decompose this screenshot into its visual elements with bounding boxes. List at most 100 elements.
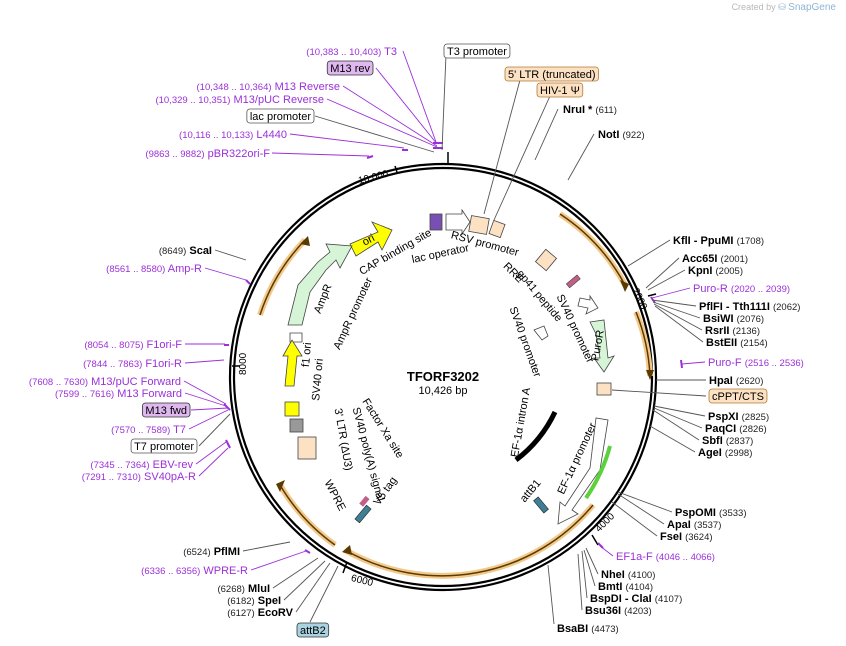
inner-label-ltr3: 3' LTR (ΔU3) — [332, 407, 355, 471]
label-l4440-name: L4440 — [256, 129, 287, 141]
label-ebvrev-range: (7345 .. 7364) — [90, 460, 149, 471]
leader-pflfi — [651, 299, 697, 307]
label-nrui-name: NruI * — [563, 104, 593, 116]
leader-ltr5 — [483, 79, 521, 215]
label-apai-text: ApaI (3537) — [667, 519, 721, 531]
label-t3promoter-box — [443, 43, 511, 59]
label-mlui-text: (6268) MluI — [217, 583, 270, 595]
label-nrui-range: (611) — [595, 105, 616, 116]
label-fsei-text: FseI (3624) — [660, 531, 713, 543]
ltr3-feature — [297, 436, 317, 460]
leader-pspomi — [617, 491, 673, 513]
orf-arc-right-top-line — [559, 213, 626, 286]
tick-marks — [232, 152, 657, 574]
label-hpai-range: (2620) — [736, 376, 763, 387]
label-pflmi-range: (6524) — [183, 547, 210, 558]
label-cppt-box — [708, 388, 768, 404]
label-m13forward-text: (7599 .. 7616) M13 Forward — [55, 388, 182, 400]
label-pspomi-text: PspOMI (3533) — [675, 507, 746, 519]
label-pbr322-name: pBR322ori-F — [208, 148, 271, 160]
leader-attb2 — [309, 565, 339, 623]
primer-mark-pbr322 — [366, 155, 374, 159]
label-bsiwi-text: BsiWI (2076) — [703, 313, 764, 325]
label-pspomi: PspOMI (3533) — [675, 507, 746, 519]
orf-arc-bottom-line — [344, 504, 594, 577]
label-hpai-text: HpaI (2620) — [709, 375, 763, 387]
label-spei-range: (6182) — [227, 596, 254, 607]
label-lacpromoter: lac promoter — [246, 108, 315, 124]
leader-lacprom — [314, 115, 435, 153]
label-t7promoter-text: T7 promoter — [134, 441, 194, 453]
label-m13fwd-box — [142, 402, 191, 418]
label-t7promoter: T7 promoter — [130, 438, 198, 454]
label-ebvrev-name: EBV-rev — [153, 459, 194, 471]
label-hiv: HIV-1 Ψ — [536, 82, 584, 98]
label-bmti: BmtI (4104) — [598, 581, 653, 593]
tick-10000 — [394, 165, 398, 173]
features — [282, 208, 615, 525]
leader-purof — [681, 361, 706, 365]
label-acc65i-name: Acc65I — [682, 253, 717, 265]
label-sbfi-range: (2837) — [726, 436, 753, 447]
label-t3-range: (10,383 .. 10,403) — [306, 47, 381, 58]
label-puror-range: (2020 .. 2039) — [731, 284, 790, 295]
sv40prom-feature-2 — [533, 325, 549, 341]
label-ltr5: 5' LTR (truncated) — [504, 66, 599, 82]
label-purof-name: Puro-F — [708, 357, 742, 369]
orf-arc-left-bottom-line — [279, 484, 336, 546]
primer-mark-m13fwd — [223, 403, 231, 411]
label-pspomi-range: (3533) — [719, 508, 746, 519]
inner-label-lacop: lac operator — [411, 242, 471, 266]
leader-sv40pa — [198, 447, 229, 477]
leader-sbfi — [652, 409, 700, 441]
label-m13pucrev-text: (10,329 .. 10,351) M13/pUC Reverse — [155, 94, 324, 106]
leader-f1orir — [184, 359, 225, 364]
label-apai: ApaI (3537) — [667, 519, 721, 531]
label-noti: NotI (922) — [598, 129, 645, 141]
leader-ampr — [204, 267, 247, 281]
label-purof-range: (2516 .. 2536) — [745, 358, 804, 369]
label-f1orif-name: F1ori-F — [147, 339, 183, 351]
label-bspdi-text: BspDI - ClaI (4107) — [590, 593, 682, 605]
primer-mark-ampr — [245, 279, 251, 285]
label-fsei-name: FseI — [660, 531, 682, 543]
label-attb2-box — [296, 622, 330, 638]
leader-t7promoter — [198, 413, 231, 447]
label-attb2: attB2 — [296, 622, 330, 638]
label-bsiwi-range: (2076) — [737, 314, 764, 325]
label-m13pucrev-name: M13/pUC Reverse — [234, 94, 324, 106]
label-nhei: NheI (4100) — [601, 569, 655, 581]
tick-label-6000: 6000 — [350, 573, 375, 589]
puror-feature — [589, 319, 615, 373]
label-t7-range: (7570 .. 7589) — [111, 425, 170, 436]
plasmid-name: TFORF3202 — [407, 369, 479, 384]
label-ltr5-box — [504, 66, 599, 82]
leader-bsiwi — [652, 301, 701, 319]
snapgene-credit: Created by ⛁ SnapGene — [732, 2, 836, 13]
label-kpni-range: (2005) — [716, 266, 743, 277]
label-bsiwi: BsiWI (2076) — [703, 313, 764, 325]
label-hiv-box — [536, 82, 584, 98]
leader-m13reverse — [342, 85, 438, 147]
sv40pa-feature — [289, 418, 304, 433]
label-cppt-text: cPPT/CTS — [712, 391, 764, 403]
leader-acc65i — [645, 257, 680, 289]
hiv-feature — [488, 219, 506, 239]
label-t7: (7570 .. 7589) T7 — [111, 424, 186, 436]
label-mlui: (6268) MluI — [217, 583, 270, 595]
label-m13reverse-text: (10,348 .. 10,364) M13 Reverse — [197, 81, 340, 93]
label-bsiwi-name: BsiWI — [703, 313, 734, 325]
label-pflmi: (6524) PflMI — [183, 546, 240, 558]
label-m13forward: (7599 .. 7616) M13 Forward — [55, 388, 182, 400]
label-kpni-text: KpnI (2005) — [688, 265, 743, 277]
label-sv40pa: (7291 .. 7310) SV40pA-R — [82, 471, 196, 483]
label-pflfi-text: PflFI - Tth111I (2062) — [699, 301, 800, 313]
label-l4440-range: (10,116 .. 10,133) — [179, 130, 253, 141]
label-t3-text: (10,383 .. 10,403) T3 — [306, 46, 397, 58]
label-rsrii: RsrII (2136) — [705, 325, 760, 337]
leader-bsabi — [547, 564, 555, 625]
tick-label-2000: 2000 — [629, 287, 649, 312]
tick-6000 — [342, 561, 348, 574]
label-sv40pa-name: SV40pA-R — [144, 471, 196, 483]
